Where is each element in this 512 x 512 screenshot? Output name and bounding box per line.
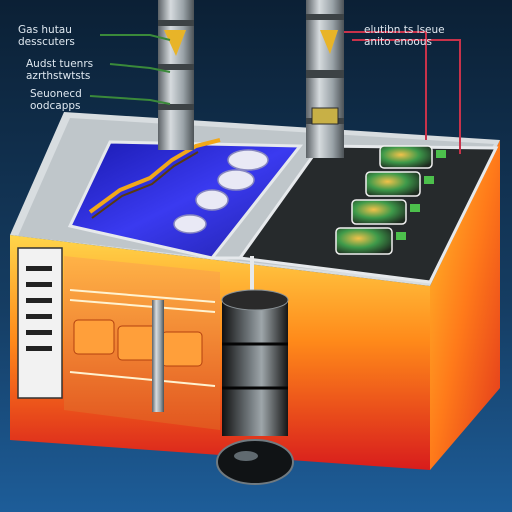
callout-left-1-line1: Gas hutau xyxy=(18,24,72,36)
inner-riser-pipe xyxy=(152,300,164,412)
callout-lines-right xyxy=(344,31,461,154)
callout-left-1-line2: desscuters xyxy=(18,36,75,48)
callout-left-3: Seuonecd oodcapps xyxy=(30,88,82,112)
heat-fins xyxy=(73,319,203,367)
callout-left-3-line2: oodcapps xyxy=(30,100,81,112)
callout-lines-left xyxy=(89,34,171,105)
left-tray-conductor-shadow xyxy=(91,151,199,219)
right-pipe xyxy=(306,0,344,158)
callout-left-3-line1: Seuonecd xyxy=(30,88,82,100)
central-cylinder xyxy=(216,256,294,485)
callout-left-1: Gas hutau desscuters xyxy=(18,24,75,48)
callout-right-1-line1: elutibn ts lseue xyxy=(364,24,445,36)
side-vent-panel xyxy=(17,247,63,399)
inner-lines xyxy=(69,289,216,387)
callout-left-2-line2: azrthstwtsts xyxy=(26,70,91,82)
right-tray-contacts xyxy=(396,150,446,240)
callout-right-1-line2: anito enoous xyxy=(364,36,432,48)
callout-left-2-line1: Audst tuenrs xyxy=(26,58,94,70)
left-tray-cells xyxy=(173,149,269,234)
left-tray-conductor xyxy=(88,138,221,214)
box-side-face xyxy=(430,140,500,470)
callout-left-2: Audst tuenrs azrthstwtsts xyxy=(26,58,93,82)
left-pipe xyxy=(158,0,194,150)
side-vent-slots xyxy=(26,266,52,351)
callout-right-1: elutibn ts lseue anito enoous xyxy=(364,24,445,48)
right-tray-cells xyxy=(335,145,433,255)
